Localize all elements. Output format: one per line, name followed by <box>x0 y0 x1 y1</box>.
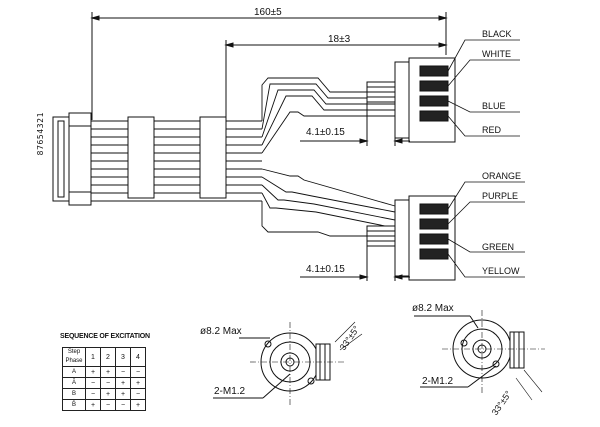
table-row-phase: B̄ <box>62 399 86 411</box>
dimension-lead-length <box>224 40 448 120</box>
table-column-header: 4 <box>130 347 146 367</box>
table-cell: − <box>115 366 131 378</box>
table-column-header: 3 <box>115 347 131 367</box>
table-cell: − <box>100 399 116 411</box>
table-cell: + <box>130 377 146 389</box>
wire-label-orange: ORANGE <box>482 171 522 181</box>
table-cell: + <box>115 377 131 389</box>
dimension-shaft-bottom <box>300 246 410 281</box>
front-right-diameter: ø8.2 Max <box>412 303 454 314</box>
front-left-diameter: ø8.2 Max <box>200 326 242 337</box>
shaft-offset-bottom-label: 4.1±0.15 <box>306 264 345 275</box>
connector <box>52 112 92 206</box>
motor-front-view-left <box>213 321 363 405</box>
table-row-phase: B <box>62 388 86 400</box>
color-leaders-bottom <box>447 181 525 278</box>
table-cell: + <box>115 388 131 400</box>
wire-harness <box>91 120 262 202</box>
table-cell: + <box>85 366 101 378</box>
excitation-table: Step Phase 1 2 3 4 A + + − − Ā − − + + B… <box>62 347 146 411</box>
wire-label-yellow: YELLOW <box>482 266 520 276</box>
wire-label-blue: BLUE <box>482 101 506 111</box>
overall-length-label: 160±5 <box>254 7 282 18</box>
lead-length-label: 18±3 <box>328 34 351 45</box>
connector-pin-numbers: 87654321 <box>36 112 45 156</box>
table-cell: + <box>85 399 101 411</box>
wire-fan-top <box>261 77 395 154</box>
table-column-header: 2 <box>100 347 116 367</box>
shaft-offset-top-label: 4.1±0.15 <box>306 127 345 138</box>
table-row-phase: Ā <box>62 377 86 389</box>
table-cell: − <box>115 399 131 411</box>
table-cell: − <box>130 388 146 400</box>
dimension-shaft-top <box>300 102 410 146</box>
motor-front-view-right <box>414 310 545 401</box>
wire-label-red: RED <box>482 125 502 135</box>
table-row: Ā − − + + <box>62 377 146 389</box>
wire-fan-bottom <box>261 168 396 237</box>
wire-label-white: WHITE <box>482 49 511 59</box>
sleeve-right <box>199 116 227 199</box>
table-cell: + <box>130 399 146 411</box>
color-leaders-top <box>447 39 520 137</box>
table-cell: − <box>85 377 101 389</box>
table-column-header: 1 <box>85 347 101 367</box>
table-cell: − <box>130 366 146 378</box>
sleeve-left <box>127 116 155 199</box>
front-right-screw: 2-M1.2 <box>422 376 454 387</box>
table-cell: − <box>100 377 116 389</box>
motor-top-side-view <box>355 57 456 143</box>
motor-bottom-side-view <box>355 195 456 281</box>
table-row: B − + + − <box>62 388 146 400</box>
table-cell: − <box>85 388 101 400</box>
table-cell: + <box>100 388 116 400</box>
wire-label-purple: PURPLE <box>482 191 519 201</box>
dimension-overall-length <box>90 12 448 120</box>
table-corner: Step Phase <box>62 347 86 367</box>
table-row: B̄ + − − + <box>62 399 146 411</box>
table-row: A + + − − <box>62 366 146 378</box>
table-cell: + <box>100 366 116 378</box>
table-row-phase: A <box>62 366 86 378</box>
wire-label-green: GREEN <box>482 242 515 252</box>
excitation-table-title: SEQUENCE OF EXCITATION <box>60 333 150 340</box>
table-header-row: Step Phase 1 2 3 4 <box>62 347 146 367</box>
front-left-screw: 2-M1.2 <box>214 386 246 397</box>
wire-label-black: BLACK <box>482 29 512 39</box>
